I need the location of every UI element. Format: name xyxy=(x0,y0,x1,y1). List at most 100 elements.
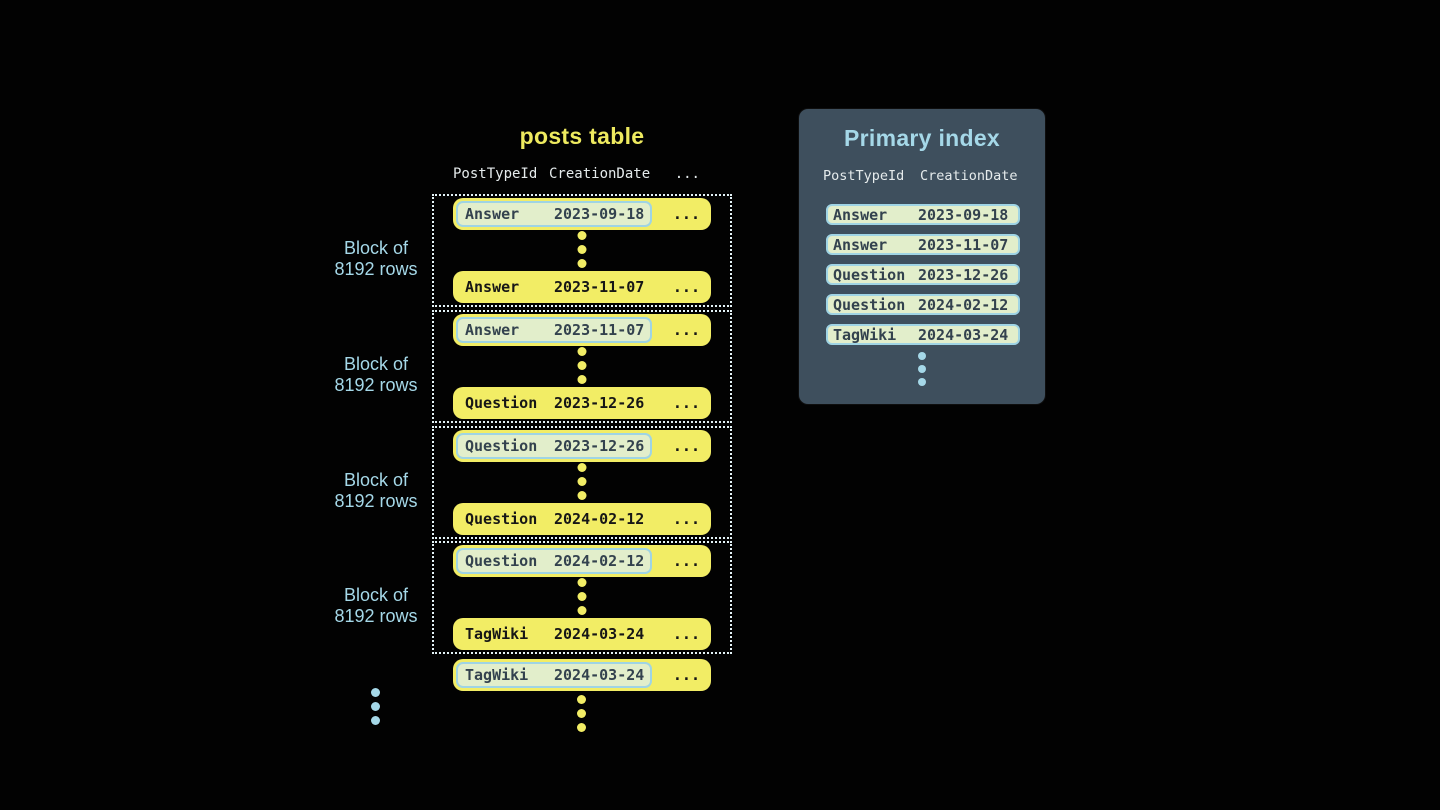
table-row-first: Answer 2023-11-07 ... xyxy=(453,314,711,346)
block-label-line2: 8192 rows xyxy=(334,375,418,395)
block-label-line1: Block of xyxy=(343,470,409,490)
dot xyxy=(577,347,587,356)
table-row-tail: TagWiki 2024-03-24 ... xyxy=(453,659,711,691)
dot xyxy=(918,365,926,373)
row-type: Answer xyxy=(465,321,520,339)
dot xyxy=(577,361,587,370)
row-ellipsis: ... xyxy=(672,278,700,296)
row-date: 2023-12-26 xyxy=(554,394,645,412)
hidden-rows-dots xyxy=(577,463,587,500)
block-label-line1: Block of xyxy=(343,354,409,374)
dot xyxy=(918,378,926,386)
dot xyxy=(371,702,380,711)
entry-date: 2024-02-12 xyxy=(918,295,1009,314)
dot xyxy=(577,695,586,704)
table-row-first: Question 2024-02-12 ... xyxy=(453,545,711,577)
row-date: 2023-09-18 xyxy=(554,205,645,223)
indexed-entry-highlight: Question 2023-12-26 xyxy=(456,433,653,459)
more-entries-dots xyxy=(918,352,926,386)
row-type: Answer xyxy=(465,278,520,296)
table-row-last: Question 2023-12-26 ... xyxy=(453,387,711,419)
primary-index-title: Primary index xyxy=(843,125,1001,151)
posts-block-3: Question 2023-12-26 ... Question 2024-02… xyxy=(432,426,732,539)
row-date: 2024-03-24 xyxy=(554,666,645,684)
more-rows-dots xyxy=(577,695,586,732)
entry-date: 2023-09-18 xyxy=(918,205,1009,224)
block-label-line2: 8192 rows xyxy=(334,259,418,279)
block-label-line2: 8192 rows xyxy=(334,606,418,626)
index-entry: Answer 2023-11-07 xyxy=(826,234,1020,255)
row-type: Question xyxy=(465,510,538,528)
hidden-rows-dots xyxy=(577,578,587,615)
row-type: Question xyxy=(465,394,538,412)
block-label-line1: Block of xyxy=(343,585,409,605)
row-type: Answer xyxy=(465,205,520,223)
posts-table-column-headers: PostTypeId CreationDate ... xyxy=(453,166,700,182)
dot xyxy=(577,477,587,486)
row-date: 2024-03-24 xyxy=(554,625,645,643)
dot xyxy=(577,463,587,472)
row-type: TagWiki xyxy=(465,666,529,684)
index-entry: Answer 2023-09-18 xyxy=(826,204,1020,225)
column-posttypeid: PostTypeId xyxy=(823,168,905,184)
row-ellipsis: ... xyxy=(672,666,700,684)
table-row-first: Question 2023-12-26 ... xyxy=(453,430,711,462)
entry-type: TagWiki xyxy=(833,325,897,344)
table-row-last: TagWiki 2024-03-24 ... xyxy=(453,618,711,650)
row-ellipsis: ... xyxy=(672,394,700,412)
column-ellipsis: ... xyxy=(674,166,700,182)
block-label: Block of 8192 rows xyxy=(296,238,456,280)
hidden-rows-dots xyxy=(577,231,587,268)
indexed-entry-highlight: Question 2024-02-12 xyxy=(456,548,653,574)
indexed-entry-highlight: Answer 2023-11-07 xyxy=(456,317,653,343)
entry-type: Answer xyxy=(833,205,888,224)
row-type: TagWiki xyxy=(465,625,529,643)
dot xyxy=(371,688,380,697)
index-entry: Question 2024-02-12 xyxy=(826,294,1020,315)
more-blocks-dots xyxy=(371,688,380,725)
row-ellipsis: ... xyxy=(672,321,700,339)
row-date: 2023-12-26 xyxy=(554,437,645,455)
primary-index-column-headers: PostTypeId CreationDate xyxy=(823,168,1018,184)
row-type: Question xyxy=(465,437,538,455)
entry-type: Question xyxy=(833,295,906,314)
dot xyxy=(577,231,587,240)
row-ellipsis: ... xyxy=(672,205,700,223)
dot xyxy=(371,716,380,725)
index-entry: Question 2023-12-26 xyxy=(826,264,1020,285)
entry-date: 2023-12-26 xyxy=(918,265,1009,284)
indexed-entry-highlight: TagWiki 2024-03-24 xyxy=(456,662,653,688)
posts-block-1: Answer 2023-09-18 ... Answer 2023-11-07 … xyxy=(432,194,732,307)
row-ellipsis: ... xyxy=(672,437,700,455)
posts-table-title: posts table xyxy=(519,123,645,149)
entry-type: Question xyxy=(833,265,906,284)
indexed-entry-highlight: Answer 2023-09-18 xyxy=(456,201,653,227)
dot xyxy=(577,592,587,601)
primary-index-panel: Primary index PostTypeId CreationDate An… xyxy=(799,109,1045,404)
index-entry: TagWiki 2024-03-24 xyxy=(826,324,1020,345)
posts-block-4: Question 2024-02-12 ... TagWiki 2024-03-… xyxy=(432,541,732,654)
dot xyxy=(577,578,587,587)
posts-block-2: Answer 2023-11-07 ... Question 2023-12-2… xyxy=(432,310,732,423)
dot xyxy=(577,606,587,615)
row-ellipsis: ... xyxy=(672,552,700,570)
table-row-first: Answer 2023-09-18 ... xyxy=(453,198,711,230)
hidden-rows-dots xyxy=(577,347,587,384)
column-creationdate: CreationDate xyxy=(920,168,1018,184)
table-row-last: Answer 2023-11-07 ... xyxy=(453,271,711,303)
column-creationdate: CreationDate xyxy=(549,166,651,182)
row-date: 2023-11-07 xyxy=(554,321,645,339)
block-label: Block of 8192 rows xyxy=(296,470,456,512)
entry-type: Answer xyxy=(833,235,888,254)
entry-date: 2023-11-07 xyxy=(918,235,1009,254)
row-date: 2023-11-07 xyxy=(554,278,645,296)
row-date: 2024-02-12 xyxy=(554,510,645,528)
dot xyxy=(918,352,926,360)
block-label: Block of 8192 rows xyxy=(296,354,456,396)
row-ellipsis: ... xyxy=(672,510,700,528)
row-ellipsis: ... xyxy=(672,625,700,643)
dot xyxy=(577,375,587,384)
entry-date: 2024-03-24 xyxy=(918,325,1009,344)
row-date: 2024-02-12 xyxy=(554,552,645,570)
